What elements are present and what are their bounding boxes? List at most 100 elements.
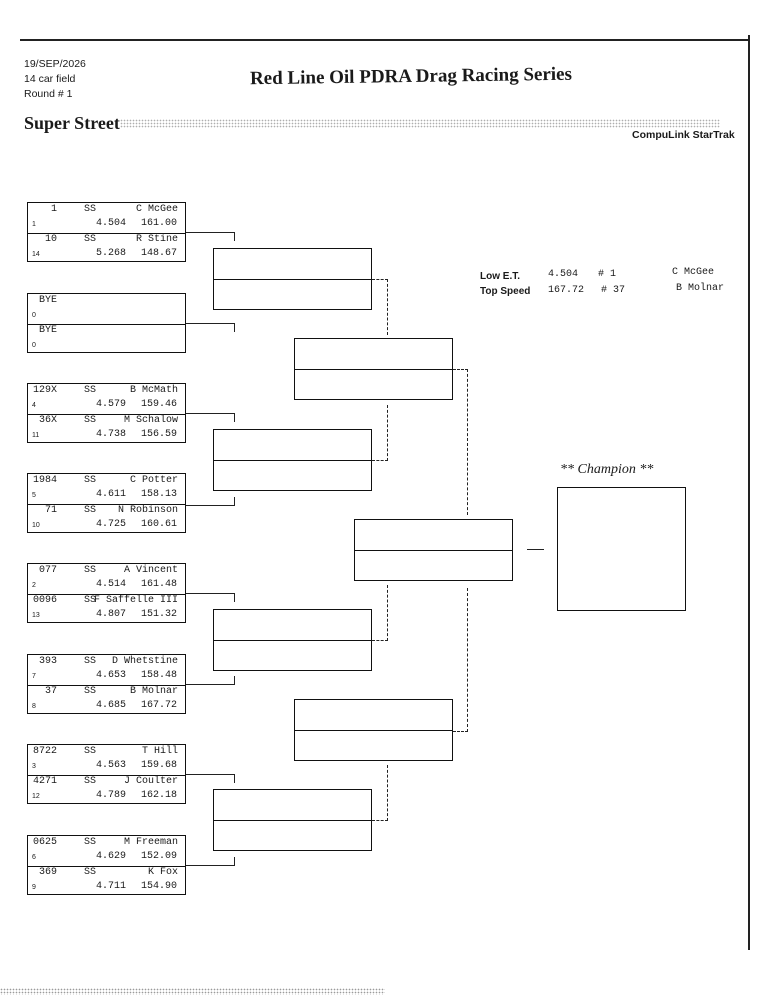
speed-mph: 159.46 [140,399,177,410]
driver-name: J Coulter [123,776,178,787]
lane-bottom: 369 SS K Fox 9 4.711 154.90 [28,866,185,896]
driver-name: T Hill [141,746,178,757]
speed-mph: 161.00 [140,218,177,229]
speed-mph: 156.59 [140,429,177,440]
driver-name: M Freeman [123,837,178,848]
round3-matchup-1 [294,338,453,400]
driver-name: B McMath [129,385,178,396]
seed-number: 14 [32,251,40,258]
seed-number: 0 [32,342,36,349]
connector-line [186,323,235,332]
connector-line [186,413,235,422]
lane-top: 077 SS A Vincent 2 4.514 161.48 [28,564,185,595]
round3-matchup-2 [294,699,453,761]
page-top-rule [20,39,750,41]
speed-mph: 154.90 [140,881,177,892]
connector-line [372,585,388,641]
round2-matchup-4 [213,789,372,851]
champion-box [557,487,686,611]
driver-name: B Molnar [129,686,178,697]
series-title: Red Line Oil PDRA Drag Racing Series [249,63,573,90]
seed-number: 11 [32,432,40,439]
speed-mph: 158.13 [140,489,177,500]
connector-line [186,593,235,602]
car-number: 36X [38,415,57,426]
connector-line [186,497,235,506]
driver-name: A Vincent [123,565,178,576]
car-class: SS [84,867,97,878]
lane-bottom: BYE 0 [28,324,185,354]
speed-mph: 151.32 [140,609,177,620]
elapsed-time: 4.611 [96,489,127,500]
seed-number: 2 [32,582,36,589]
car-class: SS [84,415,97,426]
seed-number: 0 [32,312,36,319]
lane-top: 0625 SS M Freeman 6 4.629 152.09 [28,836,185,867]
car-number: 1 [50,204,57,215]
matchup-4: 1984 SS C Potter 5 4.611 158.13 71 SS N … [27,473,186,533]
race-date: 19/SEP/2026 [24,58,86,70]
lane-top: 1984 SS C Potter 5 4.611 158.13 [28,474,185,505]
elapsed-time: 4.629 [96,851,127,862]
top-speed-driver: B Molnar [676,283,725,294]
speed-mph: 160.61 [140,519,177,530]
matchup-2: BYE 0 BYE 0 [27,293,186,353]
car-number: BYE [38,325,57,336]
elapsed-time: 4.711 [96,881,127,892]
elapsed-time: 4.807 [96,609,127,620]
driver-name: D Whetstine [111,656,178,667]
connector-line [186,676,235,685]
car-class: SS [84,505,97,516]
lane-bottom: 0096 SS F Saffelle III 13 4.807 151.32 [28,594,185,624]
car-number: 077 [38,565,57,576]
elapsed-time: 4.738 [96,429,127,440]
matchup-7: 8722 SS T Hill 3 4.563 159.68 4271 SS J … [27,744,186,804]
seed-number: 4 [32,402,36,409]
round2-matchup-2 [213,429,372,491]
car-number: 10 [44,234,57,245]
lane-top: 393 SS D Whetstine 7 4.653 158.48 [28,655,185,686]
elapsed-time: 5.268 [96,248,127,259]
speed-mph: 148.67 [140,248,177,259]
speed-mph: 167.72 [140,700,177,711]
seed-number: 12 [32,793,40,800]
car-class: SS [84,746,97,757]
final-matchup [354,519,513,581]
seed-number: 6 [32,854,36,861]
connector-line [453,588,468,732]
seed-number: 7 [32,673,36,680]
connector-line [372,279,388,335]
speed-mph: 158.48 [140,670,177,681]
connector-line [527,549,544,550]
elapsed-time: 4.563 [96,760,127,771]
top-speed-car: # 37 [601,285,626,296]
matchup-1: 1 SS C McGee 1 4.504 161.00 10 SS R Stin… [27,202,186,262]
lane-top: 129X SS B McMath 4 4.579 159.46 [28,384,185,415]
car-number: 71 [44,505,57,516]
lane-bottom: 10 SS R Stine 14 5.268 148.67 [28,233,185,263]
driver-name: C Potter [129,475,178,486]
lane-bottom: 36X SS M Schalow 11 4.738 156.59 [28,414,185,444]
car-number: 37 [44,686,57,697]
seed-number: 13 [32,612,40,619]
seed-number: 8 [32,703,36,710]
seed-number: 10 [32,522,40,529]
car-number: BYE [38,295,57,306]
top-speed-label: Top Speed [480,286,531,297]
elapsed-time: 4.514 [96,579,127,590]
connector-line [372,765,388,821]
lane-top: 8722 SS T Hill 3 4.563 159.68 [28,745,185,776]
elapsed-time: 4.653 [96,670,127,681]
driver-name: R Stine [135,234,178,245]
car-number: 1984 [32,475,57,486]
brand-name: CompuLink StarTrak [632,129,735,141]
driver-name: F Saffelle III [93,595,178,606]
low-et-value: 4.504 [548,269,579,280]
seed-number: 5 [32,492,36,499]
car-class: SS [84,475,97,486]
car-class: SS [84,686,97,697]
elapsed-time: 4.685 [96,700,127,711]
seed-number: 9 [32,884,36,891]
driver-name: C McGee [135,204,178,215]
low-et-car: # 1 [598,269,617,280]
